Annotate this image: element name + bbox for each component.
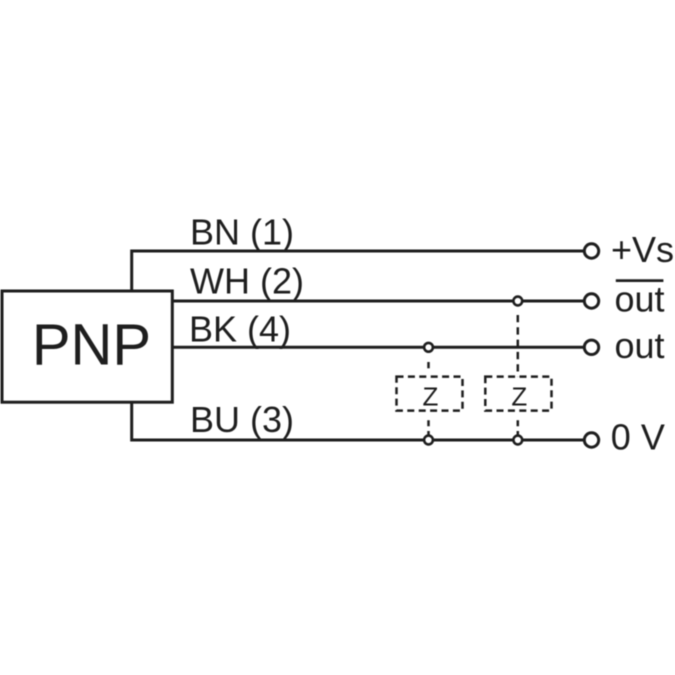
svg-text:WH (2): WH (2)	[190, 260, 304, 301]
svg-text:out: out	[615, 278, 665, 319]
svg-text:Z: Z	[511, 382, 527, 412]
svg-text:0 V: 0 V	[611, 416, 665, 457]
svg-text:Z: Z	[422, 382, 438, 412]
svg-text:BK (4): BK (4)	[189, 308, 291, 349]
svg-text:BU (3): BU (3)	[190, 399, 294, 440]
svg-text:BN (1): BN (1)	[190, 211, 294, 252]
svg-text:+Vs: +Vs	[611, 229, 674, 270]
svg-text:PNP: PNP	[32, 313, 151, 378]
svg-text:out: out	[615, 325, 665, 366]
